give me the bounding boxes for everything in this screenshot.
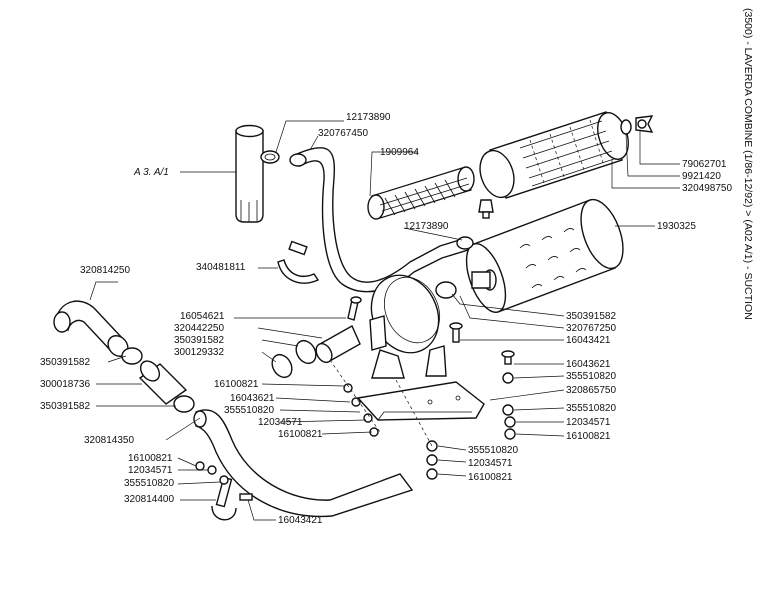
label-320767250: 320767250	[566, 323, 616, 334]
parts-drawing	[53, 111, 654, 521]
assembly-line-2	[395, 379, 433, 447]
side-title: (3500) - LAVERDA COMBINE (1/86-12/92) > …	[742, 8, 754, 320]
hardware-stack-right	[502, 372, 516, 440]
filter-housing-1930325	[465, 198, 624, 313]
hardware-stack-bottom	[426, 440, 438, 480]
clamp-12173890-lower	[456, 236, 474, 250]
label-350391582-d: 350391582	[566, 311, 616, 322]
hardware-stack-mid	[343, 383, 379, 437]
label-12173890-lower: 12173890	[404, 221, 449, 232]
label-300129332: 300129332	[174, 347, 224, 358]
bolt-16043621-right	[501, 350, 515, 365]
label-340481811: 340481811	[196, 262, 246, 273]
label-16043621-b: 16043621	[566, 359, 611, 370]
label-16043621-a: 16043621	[230, 393, 275, 404]
label-355510820-a: 355510820	[224, 405, 274, 416]
part-labels: 12173890 320767450 1909964 79062701 9921…	[40, 112, 732, 526]
bolt-16043421-bottom	[239, 493, 253, 501]
label-320442250: 320442250	[174, 323, 224, 334]
label-320767450: 320767450	[318, 128, 368, 139]
label-16043421-a: 16043421	[278, 515, 323, 526]
label-16054621: 16054621	[180, 311, 225, 322]
label-16100821-b: 16100821	[278, 429, 323, 440]
label-12034571-c: 12034571	[566, 417, 611, 428]
label-320865750: 320865750	[566, 385, 616, 396]
bolt-16054621	[347, 296, 362, 321]
label-16100821-d: 16100821	[566, 431, 611, 442]
wing-nut-79062701	[620, 115, 654, 135]
clamp-350391582-b	[121, 347, 143, 365]
label-320498750: 320498750	[682, 183, 732, 194]
clamp-12173890-top	[260, 150, 280, 164]
label-16100821-a: 16100821	[214, 379, 259, 390]
label-320814250: 320814250	[80, 265, 130, 276]
nozzle	[478, 199, 494, 219]
leader-lines	[89, 120, 680, 521]
label-350391582-a: 350391582	[174, 335, 224, 346]
label-12034571-b: 12034571	[128, 465, 173, 476]
air-filter-cartridge-320498750	[479, 111, 629, 199]
elbow-320814250	[53, 300, 129, 357]
label-16043421-b: 16043421	[566, 335, 611, 346]
clamp-350391582-c	[173, 395, 195, 413]
label-350391582-b: 350391582	[40, 357, 90, 368]
assembly-line-1	[329, 359, 381, 433]
label-355510820-e: 355510820	[468, 445, 518, 456]
label-16100821-e: 16100821	[468, 472, 513, 483]
label-320814400: 320814400	[124, 494, 174, 505]
label-12034571-d: 12034571	[468, 458, 513, 469]
label-1909964: 1909964	[380, 147, 419, 158]
label-12034571-a: 12034571	[258, 417, 303, 428]
suction-hose-320767450	[289, 147, 469, 293]
label-79062701: 79062701	[682, 159, 727, 170]
label-355510820-c: 355510820	[566, 371, 616, 382]
support-bracket	[369, 274, 447, 379]
label-9921420: 9921420	[682, 171, 721, 182]
label-355510820-d: 355510820	[566, 403, 616, 414]
precleaner-pipe	[235, 124, 264, 223]
clamp-350391582-d	[435, 281, 457, 299]
label-350391582-c: 350391582	[40, 401, 90, 412]
label-320814350: 320814350	[84, 435, 134, 446]
clamp-band-340481811	[277, 240, 320, 284]
sleeve-300018736	[138, 360, 188, 405]
label-355510820-b: 355510820	[124, 478, 174, 489]
label-12173890-top: 12173890	[346, 112, 391, 123]
label-16100821-c: 16100821	[128, 453, 173, 464]
pipe-320814350	[193, 409, 414, 518]
mounting-plate-320865750	[356, 381, 485, 421]
sleeve-320442250	[315, 325, 361, 364]
clamp-300129332	[271, 353, 293, 379]
label-300018736: 300018736	[40, 379, 90, 390]
bolt-16043421-right	[449, 322, 463, 343]
filter-mesh-1909964	[367, 166, 475, 220]
clamp-350391582-a	[295, 339, 317, 365]
label-1930325: 1930325	[657, 221, 696, 232]
reference-label: A 3. A/1	[133, 167, 169, 178]
